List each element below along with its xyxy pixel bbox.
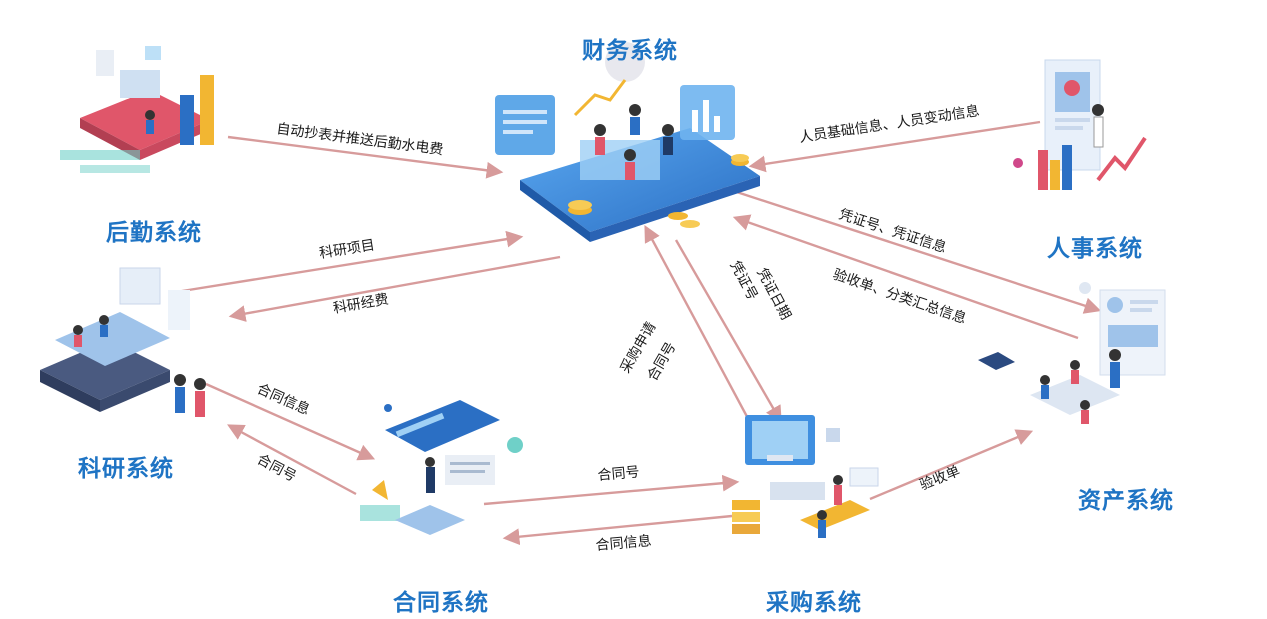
- trend-arrow-icon: [1096, 136, 1147, 182]
- meeting-table-icon: [1030, 375, 1120, 415]
- document-board-icon: [385, 400, 500, 452]
- arrow-finance-to-research: [228, 255, 561, 322]
- growth-arrow-icon: [573, 79, 627, 117]
- person-icon: [662, 124, 674, 136]
- person-icon: [1092, 104, 1104, 116]
- arrow-hr-to-finance: [748, 120, 1041, 173]
- label-purchase-contract: 合同信息: [595, 532, 652, 554]
- label-contract-research: 合同号: [254, 451, 299, 485]
- person-icon: [833, 475, 843, 485]
- person-icon: [73, 325, 83, 335]
- person-icon: [1109, 349, 1121, 361]
- arrow-assets-to-finance: [732, 214, 1079, 340]
- label-hr-finance: 人员基础信息、人员变动信息: [798, 102, 981, 146]
- label-research-contract: 合同信息: [254, 380, 312, 418]
- person-icon: [594, 124, 606, 136]
- arrow-purchase-to-assets: [869, 429, 1034, 501]
- arrow-contract-to-purchase: [483, 474, 740, 506]
- laptop-icon: [978, 352, 1015, 370]
- avatar-icon: [1064, 80, 1080, 96]
- person-icon: [1070, 360, 1080, 370]
- arrow-contract-to-research: [227, 424, 357, 496]
- keyboard-icon: [770, 482, 825, 500]
- arrow-research-to-contract: [205, 382, 376, 461]
- arrow-purchase-to-contract: [502, 514, 733, 546]
- assets-illustration: [978, 282, 1166, 424]
- person-icon: [629, 104, 641, 116]
- hr-illustration: [1013, 59, 1147, 190]
- system-title-logistics: 后勤系统: [106, 220, 202, 246]
- arrow-finance-to-assets: [699, 178, 1102, 314]
- person-icon: [1080, 400, 1090, 410]
- platform-icon: [80, 90, 210, 150]
- platform-icon: [40, 340, 170, 400]
- finance-illustration: [495, 42, 760, 242]
- arrow-research-to-finance: [175, 230, 524, 294]
- connector-arrows: [175, 120, 1102, 546]
- screen-icon: [119, 267, 161, 305]
- system-title-research: 科研系统: [78, 456, 174, 482]
- person-icon: [1040, 375, 1050, 385]
- coin-stack-icon: [568, 154, 749, 228]
- label-logistics-finance: 自动抄表并推送后勤水电费: [275, 121, 444, 158]
- person-icon: [817, 510, 827, 520]
- contract-illustration: [360, 400, 523, 535]
- person-icon: [99, 315, 109, 325]
- moon-ball-icon: [605, 42, 645, 82]
- system-title-contract: 合同系统: [393, 590, 489, 616]
- system-title-assets: 资产系统: [1078, 488, 1174, 514]
- arrow-logistics-to-finance: [227, 135, 504, 179]
- screen-panel-icon: [495, 95, 555, 155]
- person-icon: [174, 374, 186, 386]
- person-icon: [194, 378, 206, 390]
- logistics-illustration: [60, 46, 214, 173]
- arrow-purchase-to-finance: [644, 225, 754, 427]
- label-research-finance: 科研项目: [318, 237, 376, 262]
- label-finance-purchase-line1: 凭证号: [726, 258, 760, 303]
- bar-icon: [180, 95, 194, 145]
- label-purchase-finance-line2: 合同号: [645, 340, 680, 384]
- person-icon: [425, 457, 435, 467]
- purchase-illustration: [732, 415, 879, 538]
- arrow-finance-to-purchase: [674, 239, 782, 423]
- person-icon: [624, 149, 636, 161]
- system-title-purchase: 采购系统: [766, 590, 862, 616]
- system-title-finance: 财务系统: [582, 38, 678, 64]
- screen-icon: [120, 70, 160, 98]
- system-title-hr: 人事系统: [1047, 236, 1143, 262]
- box-stack-icon: [732, 500, 760, 510]
- label-contract-purchase: 合同号: [597, 464, 640, 484]
- person-icon: [145, 110, 155, 120]
- label-purchase-assets: 验收单: [918, 463, 963, 494]
- research-illustration: [40, 267, 206, 417]
